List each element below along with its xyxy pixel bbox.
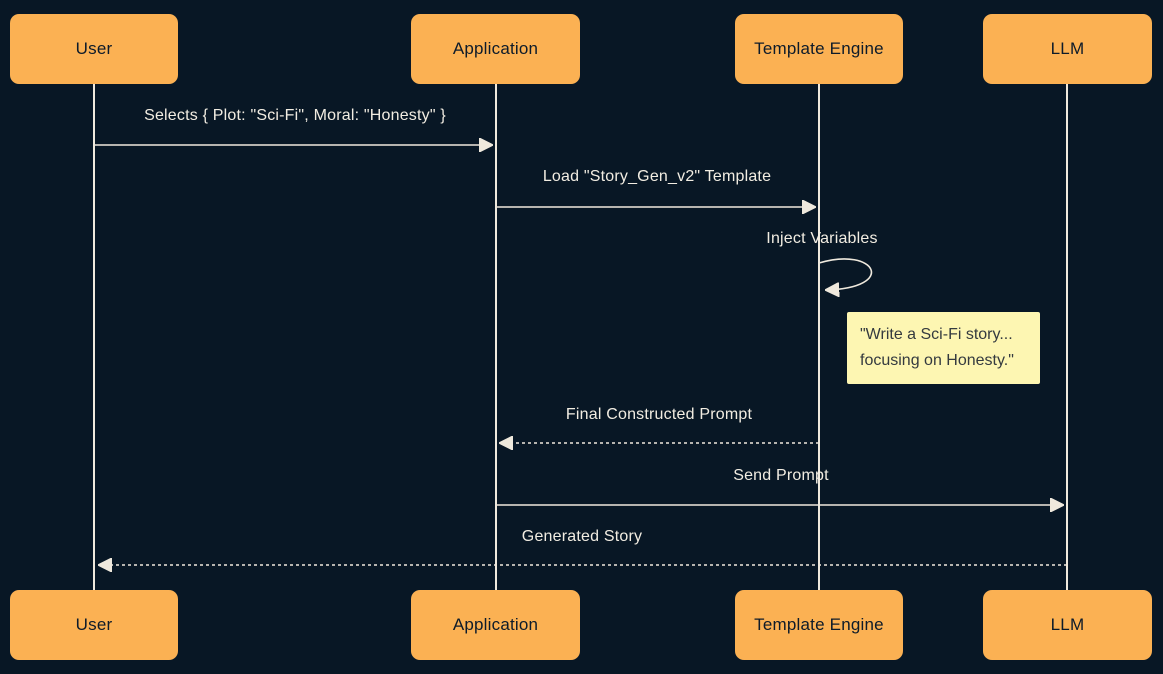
actor-llm-bottom: LLM <box>983 590 1152 660</box>
actor-user-top: User <box>10 14 178 84</box>
actor-template-engine-bottom: Template Engine <box>735 590 903 660</box>
actor-llm-label: LLM <box>1050 39 1085 58</box>
message-label-send-prompt: Send Prompt <box>733 467 829 484</box>
message-label-inject-variables: Inject Variables <box>766 230 878 247</box>
actor-application-top: Application <box>411 14 580 84</box>
message-label-selects: Selects { Plot: "Sci-Fi", Moral: "Honest… <box>144 107 446 124</box>
note-line-1: "Write a Sci-Fi story... <box>860 326 1013 343</box>
actor-template-engine-top: Template Engine <box>735 14 903 84</box>
actor-user-bottom: User <box>10 590 178 660</box>
actor-user-label: User <box>75 615 113 634</box>
actor-llm-top: LLM <box>983 14 1152 84</box>
actor-template-engine-label: Template Engine <box>754 39 884 58</box>
note-line-2: focusing on Honesty." <box>860 352 1014 369</box>
actor-template-engine-label: Template Engine <box>754 615 884 634</box>
message-label-final-prompt: Final Constructed Prompt <box>565 406 753 423</box>
message-label-load-template: Load "Story_Gen_v2" Template <box>542 168 772 185</box>
actor-application-bottom: Application <box>411 590 580 660</box>
actor-application-label: Application <box>452 615 539 634</box>
note-prompt-preview: "Write a Sci-Fi story... focusing on Hon… <box>847 312 1040 384</box>
message-label-generated-story: Generated Story <box>521 528 643 545</box>
actor-user-label: User <box>75 39 113 58</box>
self-loop-inject-variables <box>818 258 873 290</box>
actor-application-label: Application <box>452 39 539 58</box>
actor-llm-label: LLM <box>1050 615 1085 634</box>
